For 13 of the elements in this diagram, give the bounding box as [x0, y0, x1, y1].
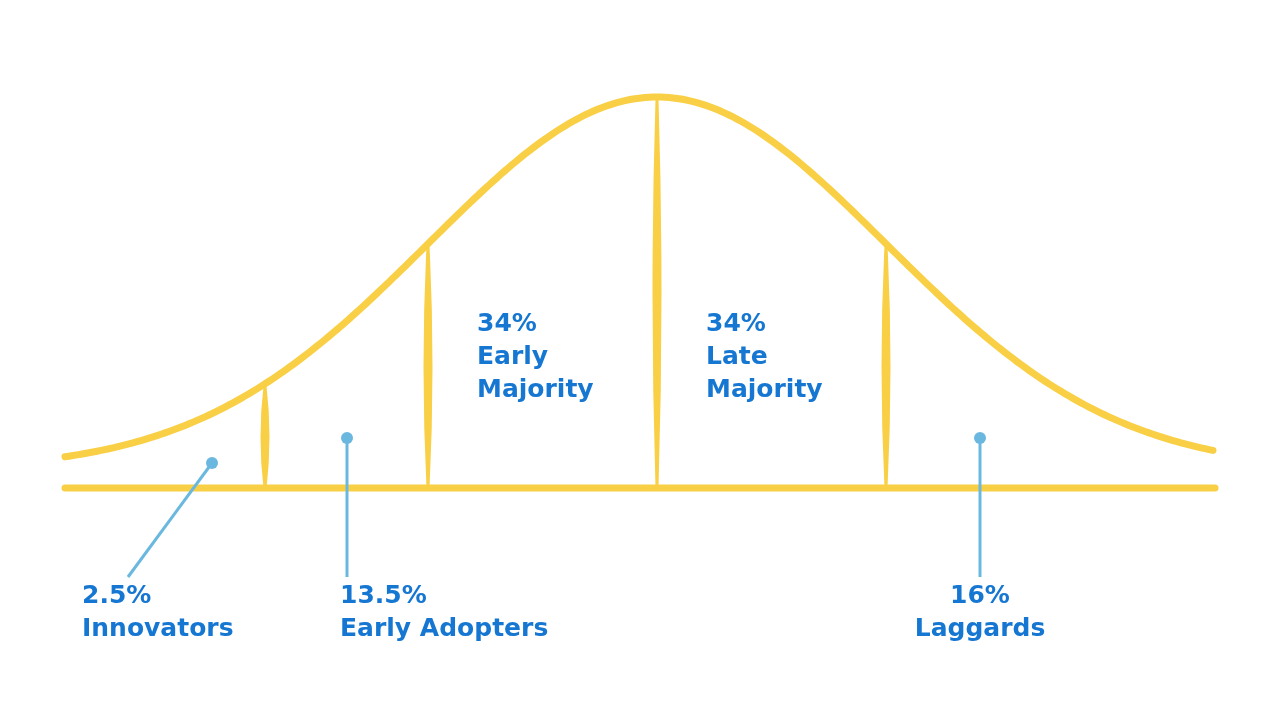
category-label: Early Adopters — [340, 612, 550, 644]
category-label: Early Majority — [477, 340, 595, 405]
percentage-label: 34% — [477, 307, 537, 339]
category-label: Laggards — [913, 612, 1047, 644]
leader-line — [341, 432, 353, 577]
leader-line — [974, 432, 986, 577]
percentage-label: 34% — [706, 307, 766, 339]
percentage-label: 2.5% — [82, 579, 153, 611]
percentage-label: 16% — [949, 579, 1011, 611]
leader-line — [126, 457, 218, 578]
category-label: Late Majority — [706, 340, 824, 405]
category-label: Innovators — [82, 612, 235, 644]
percentage-label: 13.5% — [340, 579, 428, 611]
